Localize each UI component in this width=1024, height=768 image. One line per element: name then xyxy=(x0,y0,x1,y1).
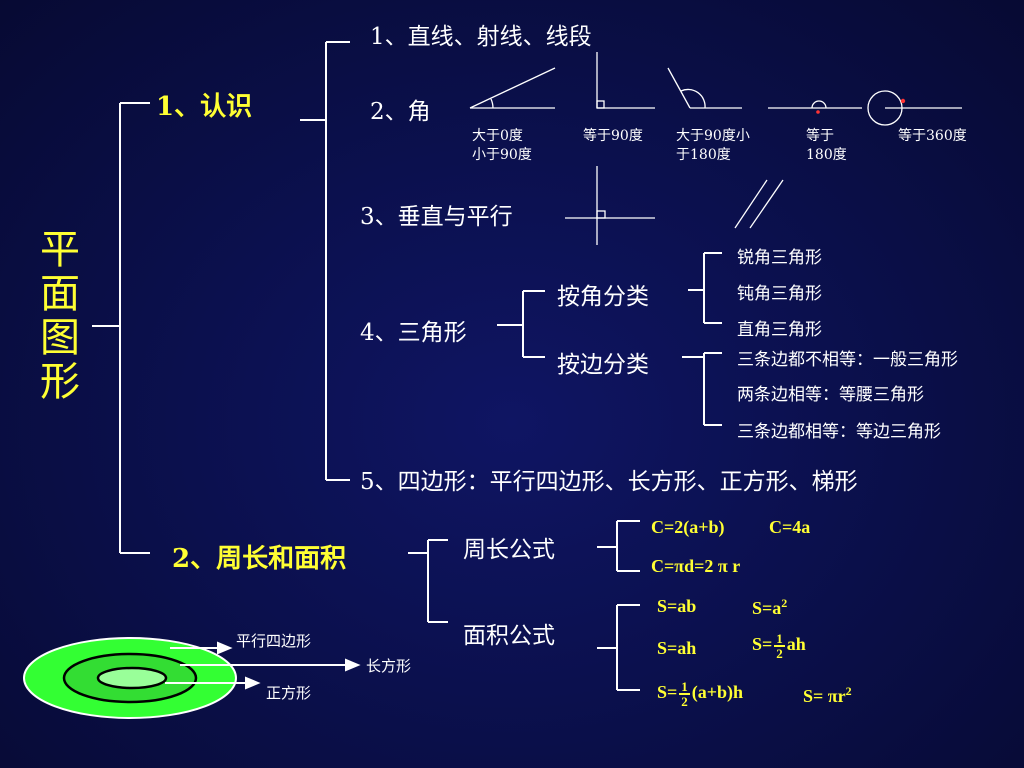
section2-title: 2、周长和面积 xyxy=(172,544,347,574)
formula-circle-area: S= πr2 xyxy=(803,684,852,706)
angle-label-acute: 大于0度 小于90度 xyxy=(472,128,532,163)
angle-label-right: 等于90度 xyxy=(583,128,643,144)
acute-triangle: 锐角三角形 xyxy=(737,248,822,268)
item-triangle: 4、三角形 xyxy=(360,320,467,346)
formula-rect-perimeter: C=2(a+b) xyxy=(651,517,725,537)
item-lines: 1、直线、射线、线段 xyxy=(370,24,592,50)
perimeter-label: 周长公式 xyxy=(463,537,555,563)
formula-parallelogram-area: S=ah xyxy=(657,638,697,658)
formula-square-area: S=a2 xyxy=(752,596,788,618)
venn-diagram xyxy=(23,637,237,719)
triangle-by-angle: 按角分类 xyxy=(557,284,649,310)
angle-illustrations xyxy=(469,52,962,245)
angle-label-round: 等于360度 xyxy=(898,128,967,144)
angle-label-straight: 等于 180度 xyxy=(806,128,847,163)
formula-circle-perimeter: C=πd=2 π r xyxy=(651,556,741,576)
venn-label-parallelogram: 平行四边形 xyxy=(236,632,312,650)
triangle-by-side: 按边分类 xyxy=(557,352,649,378)
main-title: 平面图形 xyxy=(40,227,80,405)
right-triangle: 直角三角形 xyxy=(737,320,822,340)
section1-title: 1、认识 xyxy=(156,92,253,122)
formula-rect-area: S=ab xyxy=(657,596,697,616)
formula-square-perimeter: C=4a xyxy=(769,517,811,537)
area-label: 面积公式 xyxy=(463,623,555,649)
item-perpendicular-parallel: 3、垂直与平行 xyxy=(360,204,513,230)
venn-label-rectangle: 长方形 xyxy=(366,657,412,675)
obtuse-triangle: 钝角三角形 xyxy=(737,284,822,304)
venn-label-square: 正方形 xyxy=(266,684,312,702)
isosceles-triangle: 两条边相等：等腰三角形 xyxy=(737,385,924,405)
item-angle: 2、角 xyxy=(370,99,431,125)
equilateral-triangle: 三条边都相等：等边三角形 xyxy=(737,422,941,442)
item-quadrilateral: 5、四边形：平行四边形、长方形、正方形、梯形 xyxy=(360,469,858,495)
angle-label-obtuse: 大于90度小 于180度 xyxy=(676,128,750,163)
scalene-triangle: 三条边都不相等：一般三角形 xyxy=(737,350,958,370)
